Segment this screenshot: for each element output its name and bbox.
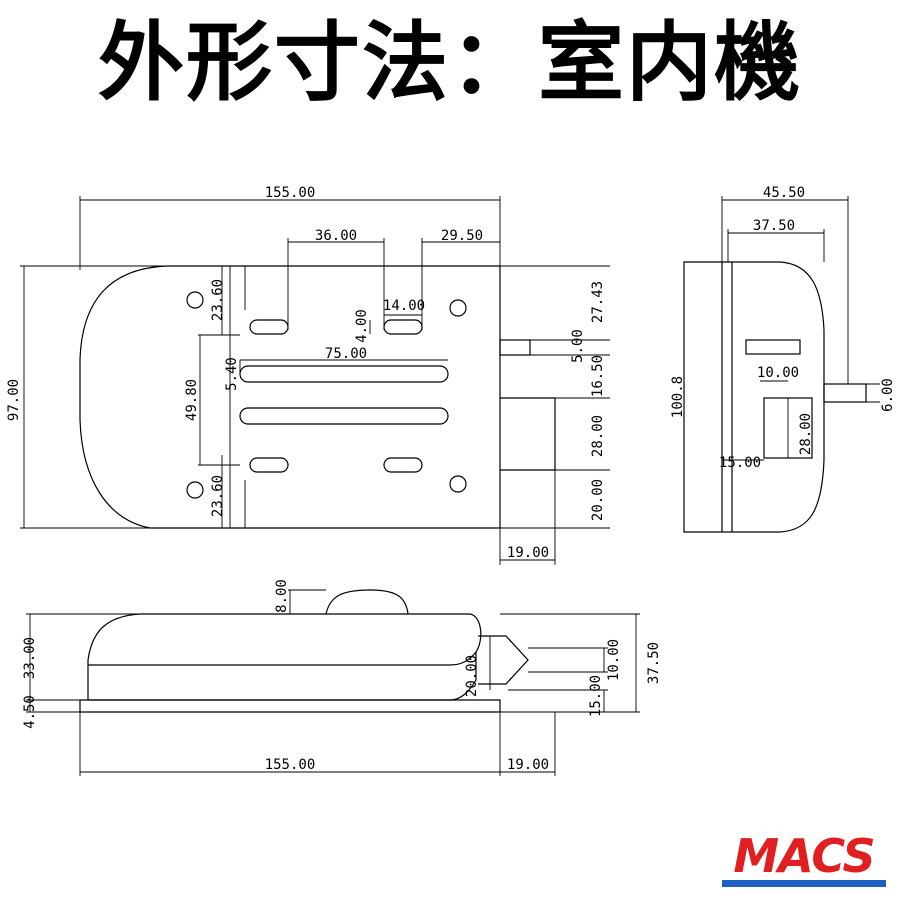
- side-body-outline: [683, 261, 825, 533]
- dim-front-tip: 10.00: [606, 639, 622, 681]
- top-dim-lines: [20, 196, 610, 565]
- dim-top-hole-left-bottom: 23.60: [210, 475, 226, 517]
- dim-front-length: 155.00: [265, 757, 316, 773]
- dim-side-depth-total: 45.50: [763, 185, 805, 201]
- logo-stripe: [722, 880, 886, 887]
- dim-top-hole-left-top: 23.60: [210, 279, 226, 321]
- logo-text: MACS: [733, 829, 874, 883]
- slot-small-4: [383, 457, 423, 473]
- dim-side-depth-body: 37.50: [753, 218, 795, 234]
- side-view: 45.50 37.50 100.8 6.00 10.00 28.00 15.00: [670, 185, 896, 533]
- front-view: 8.00 33.00 4.50 155.00 19.00 10.00 37.50…: [22, 579, 662, 776]
- top-body-outline: [79, 265, 501, 529]
- hole-1: [186, 291, 204, 309]
- front-knob: [325, 589, 409, 615]
- dim-top-width-total: 155.00: [265, 185, 316, 201]
- front-base: [79, 699, 501, 713]
- dim-top-slot-thickness: 5.40: [224, 357, 240, 391]
- dim-front-conn: 20.00: [464, 655, 480, 697]
- slot-long-2: [239, 407, 449, 425]
- dim-side-pipe: 6.00: [880, 378, 896, 412]
- dim-side-conn-offset: 15.00: [719, 455, 761, 471]
- dim-front-conn-low: 15.00: [588, 675, 604, 717]
- dim-top-slot-height: 4.00: [354, 309, 370, 343]
- front-dim-lines: [26, 589, 640, 776]
- dim-side-conn-height: 28.00: [798, 413, 814, 455]
- dim-top-protrusion: 19.00: [507, 545, 549, 561]
- dim-top-pipe-offset: 16.50: [590, 355, 606, 397]
- front-body-outline: [87, 613, 482, 666]
- dim-top-slot-width: 14.00: [383, 298, 425, 314]
- hole-3: [186, 481, 204, 499]
- page-title: 外形寸法：室内機: [98, 13, 802, 113]
- side-label-slot: [745, 339, 801, 355]
- macs-logo: MACS: [722, 829, 886, 887]
- dim-front-total-height: 37.50: [646, 642, 662, 684]
- dim-front-knob: 8.00: [274, 579, 290, 613]
- dim-front-protrusion: 19.00: [507, 757, 549, 773]
- dim-top-pipe: 5.00: [570, 329, 586, 363]
- top-mounting-plate: [229, 266, 246, 528]
- front-connector: [478, 635, 529, 685]
- top-connector-block: [500, 397, 556, 471]
- dim-top-block: 28.00: [590, 415, 606, 457]
- dim-top-hole-spacing: 36.00: [315, 228, 357, 244]
- dim-top-inner-height: 49.80: [184, 379, 200, 421]
- dim-top-right-offset: 29.50: [441, 228, 483, 244]
- dim-front-base: 4.50: [22, 695, 38, 729]
- dim-top-hole-distance: 27.43: [590, 281, 606, 323]
- dim-front-height: 33.00: [22, 637, 38, 679]
- slot-long-1: [239, 365, 449, 383]
- top-view: 155.00 36.00 29.50 14.00 4.00 27.43 23.6…: [6, 185, 610, 565]
- hole-4: [449, 475, 467, 493]
- top-pipe: [499, 339, 531, 356]
- side-dim-lines: [721, 196, 880, 461]
- dim-top-bottom: 20.00: [590, 479, 606, 521]
- dim-top-slot-long: 75.00: [325, 346, 367, 362]
- slot-small-1: [249, 319, 289, 335]
- slot-small-3: [249, 457, 289, 473]
- slot-small-2: [383, 319, 423, 335]
- dim-top-height-total: 97.00: [6, 379, 22, 421]
- side-pipe: [823, 383, 867, 403]
- front-body-lower: [87, 652, 477, 701]
- hole-2: [449, 299, 467, 317]
- dim-side-height: 100.8: [670, 376, 686, 418]
- dim-side-conn-width: 10.00: [757, 365, 799, 381]
